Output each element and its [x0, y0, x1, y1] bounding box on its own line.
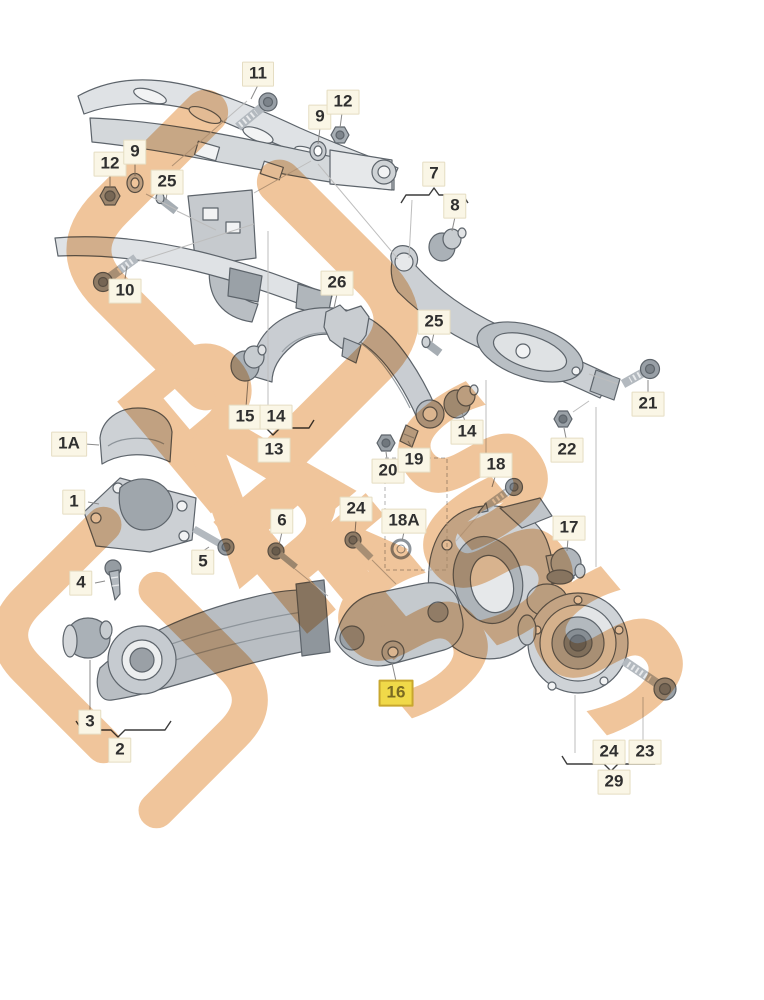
callout-number: 18	[486, 454, 506, 474]
callout-26[interactable]: 26	[320, 270, 354, 296]
callout-number: 20	[378, 460, 398, 480]
callout-number: 3	[85, 711, 95, 731]
callout-number: 14	[266, 406, 286, 426]
callout-23[interactable]: 23	[628, 739, 662, 765]
callout-15[interactable]: 15	[228, 404, 262, 430]
callout-number: 18A	[388, 510, 420, 530]
callout-number: 15	[235, 406, 255, 426]
callout-number: 2	[115, 739, 125, 759]
callout-7[interactable]: 7	[422, 161, 446, 187]
callout-number: 29	[604, 771, 624, 791]
callout-22[interactable]: 22	[550, 437, 584, 463]
callout-number: 7	[429, 163, 439, 183]
callout-6[interactable]: 6	[270, 508, 294, 534]
callout-number: 16	[386, 682, 406, 702]
callout-number: 8	[450, 195, 460, 215]
callout-number: 26	[327, 272, 347, 292]
callout-19[interactable]: 19	[397, 447, 431, 473]
callout-number: 11	[249, 63, 267, 83]
callout-4[interactable]: 4	[69, 570, 93, 596]
callout-14[interactable]: 14	[450, 419, 484, 445]
callout-1A[interactable]: 1A	[51, 431, 87, 457]
callout-number: 1A	[58, 433, 80, 453]
callout-29[interactable]: 29	[597, 769, 631, 795]
callout-number: 19	[404, 449, 424, 469]
callout-8[interactable]: 8	[443, 193, 467, 219]
callout-number: 5	[198, 551, 208, 571]
callout-5[interactable]: 5	[191, 549, 215, 575]
callout-9[interactable]: 9	[308, 104, 332, 130]
callout-1[interactable]: 1	[62, 489, 86, 515]
callout-number: 12	[100, 153, 120, 173]
callout-25[interactable]: 25	[417, 309, 451, 335]
callout-number: 9	[315, 106, 325, 126]
callout-2[interactable]: 2	[108, 737, 132, 763]
callout-number: 24	[346, 498, 366, 518]
callout-21[interactable]: 21	[631, 391, 665, 417]
callout-16-selected[interactable]: 16	[378, 679, 414, 707]
callout-11[interactable]: 11	[242, 61, 274, 87]
callout-9[interactable]: 9	[123, 139, 147, 165]
callout-number: 6	[277, 510, 287, 530]
callout-14[interactable]: 14	[259, 404, 293, 430]
hub-bearing-drawing	[517, 583, 629, 694]
callout-number: 23	[635, 741, 655, 761]
callout-3[interactable]: 3	[78, 709, 102, 735]
callout-number: 10	[115, 280, 135, 300]
callout-24[interactable]: 24	[339, 496, 373, 522]
callout-number: 1	[69, 491, 79, 511]
callout-17[interactable]: 17	[552, 515, 586, 541]
callout-number: 24	[599, 741, 619, 761]
callout-24[interactable]: 24	[592, 739, 626, 765]
callout-number: 25	[157, 171, 177, 191]
callout-number: 14	[457, 421, 477, 441]
callout-number: 4	[76, 572, 86, 592]
callout-12[interactable]: 12	[93, 151, 127, 177]
callout-13[interactable]: 13	[257, 437, 291, 463]
callout-number: 25	[424, 311, 444, 331]
callout-12[interactable]: 12	[326, 89, 360, 115]
callout-number: 21	[638, 393, 658, 413]
callout-number: 13	[264, 439, 284, 459]
callout-number: 22	[557, 439, 577, 459]
callout-number: 17	[559, 517, 579, 537]
callout-number: 12	[333, 91, 353, 111]
knuckle-bracket-16-drawing	[334, 582, 464, 667]
callout-25[interactable]: 25	[150, 169, 184, 195]
callout-10[interactable]: 10	[108, 278, 142, 304]
callout-number: 9	[130, 141, 140, 161]
callout-18A[interactable]: 18A	[381, 508, 427, 534]
callout-18[interactable]: 18	[479, 452, 513, 478]
